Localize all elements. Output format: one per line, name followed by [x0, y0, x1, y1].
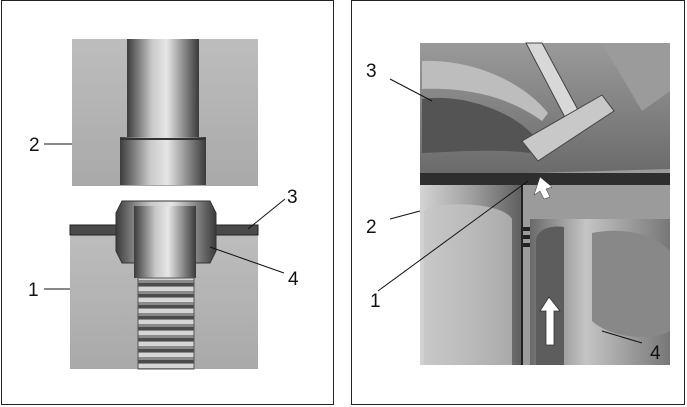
valve-head [521, 94, 615, 162]
label-3: 3 [287, 187, 298, 208]
label-4: 4 [288, 269, 299, 290]
tool-shoulder [120, 137, 206, 185]
label-4: 4 [650, 343, 661, 364]
stud-thread [137, 277, 195, 370]
left-diagram-drawing: 2 3 4 1 [28, 39, 299, 370]
left-diagram-panel: 2 3 4 1 [1, 0, 334, 405]
label-3: 3 [366, 61, 377, 82]
label-1: 1 [370, 291, 381, 312]
head-gasket [420, 173, 670, 185]
upward-motion-arrow [539, 296, 561, 346]
right-diagram-drawing: 3 2 1 4 [366, 42, 670, 365]
label-1: 1 [28, 280, 39, 301]
piston-ring-1 [522, 227, 530, 231]
port-highlight [422, 60, 548, 121]
piston-ring-2 [522, 235, 530, 239]
stud-upper [134, 206, 196, 278]
right-diagram-panel: 3 2 1 4 [351, 0, 685, 405]
intake-port [422, 97, 534, 153]
gasket-marker-arrow [533, 176, 553, 200]
tool-shaft [127, 39, 199, 139]
label-2: 2 [366, 217, 377, 238]
label-2: 2 [29, 135, 40, 156]
piston-ring-3 [522, 243, 530, 247]
